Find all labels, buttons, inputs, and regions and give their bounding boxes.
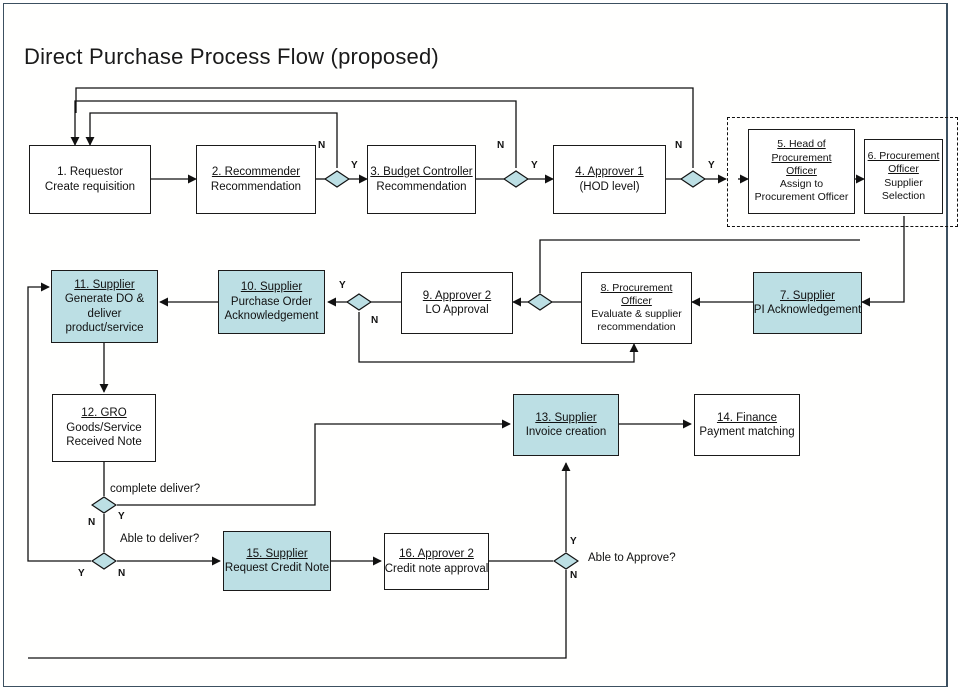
node-12-line-2: Received Note [66,436,142,449]
question-complete-deliver: complete deliver? [110,483,201,495]
node-14-line-1: Payment matching [699,426,795,438]
node-13-title: 13. Supplier [535,411,597,424]
decision-after-budget-controller[interactable] [503,170,529,188]
node-11-line-2: deliver [87,307,122,320]
node-8-title: 8. Procurement [600,281,673,294]
node-2-recommender[interactable]: 2. Recommender Recommendation [196,145,316,214]
branch-label-approve-no: N [570,570,578,581]
node-3-title: 3. Budget Controller [370,166,473,179]
node-8-procurement-officer-evaluate[interactable]: 8. Procurement Officer Evaluate & suppli… [581,272,692,344]
decision-able-to-deliver[interactable] [91,552,117,570]
node-9-line-1: LO Approval [425,304,489,316]
node-10-line-2: Acknowledgement [224,310,319,323]
node-11-line-3: product/service [65,321,144,334]
node-16-title: 16. Approver 2 [399,548,474,561]
node-1-title: 1. Requestor [57,166,123,179]
decision-after-approver-2-lo[interactable] [346,293,372,311]
page-title: Direct Purchase Process Flow (proposed) [24,44,439,69]
node-14-title: 14. Finance [716,411,778,424]
node-5-head-of-procurement-officer[interactable]: 5. Head of Procurement Officer Assign to… [748,129,855,214]
node-5-title: 5. Head of [777,138,826,151]
branch-label-budget-yes: Y [531,160,538,171]
node-1-line-1: Create requisition [44,180,136,193]
node-15-line-1: Request Credit Note [224,562,330,574]
node-15-title: 15. Supplier [246,547,308,560]
branch-label-approve-yes: Y [570,536,577,547]
branch-label-budget-no: N [497,140,505,151]
branch-label-lo-no: N [371,315,379,326]
node-15-supplier-request-credit-note[interactable]: 15. Supplier Request Credit Note [223,531,331,591]
node-6-title: 6. Procurement [867,150,940,163]
node-2-title: 2. Recommender [211,166,301,179]
node-11-title: 11. Supplier [74,278,135,291]
branch-label-complete-no: N [88,517,96,528]
branch-label-approver1-no: N [675,140,683,151]
node-5-line-1: Procurement [771,151,832,164]
branch-label-complete-yes: Y [118,511,125,522]
node-6-procurement-officer[interactable]: 6. Procurement Officer Supplier Selectio… [864,139,943,214]
question-able-to-approve: Able to Approve? [588,552,676,564]
node-11-line-1: Generate DO & [64,293,145,306]
node-5-line-4: Procurement Officer [754,191,849,204]
node-12-title: 12. GRO [81,407,127,420]
node-6-line-1: Officer [888,163,919,176]
node-16-approver-2-credit-note-approval[interactable]: 16. Approver 2 Credit note approval [384,533,489,590]
decision-after-approver-1[interactable] [680,170,706,188]
node-7-title: 7. Supplier [780,289,835,302]
branch-label-deliver-yes: Y [78,568,85,579]
decision-able-to-approve[interactable] [553,552,579,570]
node-4-title: 4. Approver 1 [575,166,644,179]
node-13-line-1: Invoice creation [525,426,607,438]
node-8-line-2: Evaluate & supplier [591,308,682,320]
node-9-title: 9. Approver 2 [422,289,492,302]
node-8-line-3: recommendation [597,321,676,334]
node-2-line-1: Recommendation [210,180,302,193]
node-14-finance-payment-matching[interactable]: 14. Finance Payment matching [694,394,800,456]
node-16-line-1: Credit note approval [384,562,489,575]
procurement-group-dashed-box [727,117,958,227]
node-9-approver-2-lo-approval[interactable]: 9. Approver 2 LO Approval [401,272,513,334]
node-7-supplier-pi-acknowledgement[interactable]: 7. Supplier PI Acknowledgement [753,272,862,334]
branch-label-lo-yes: Y [339,280,346,291]
branch-label-deliver-no: N [118,568,126,579]
branch-label-recommender-no: N [318,140,326,151]
node-3-line-1: Recommendation [376,180,467,193]
node-11-supplier-generate-do[interactable]: 11. Supplier Generate DO & deliver produ… [51,270,158,343]
node-1-requestor[interactable]: 1. Requestor Create requisition [29,145,151,214]
node-10-line-1: Purchase Order [230,295,313,308]
node-10-supplier-purchase-order-ack[interactable]: 10. Supplier Purchase Order Acknowledgem… [218,270,325,334]
node-7-line-1: PI Acknowledgement [753,304,862,316]
question-able-to-deliver: Able to deliver? [120,533,200,545]
decision-complete-deliver[interactable] [91,496,117,514]
node-4-approver-1[interactable]: 4. Approver 1 (HOD level) [553,145,666,214]
node-4-line-1: (HOD level) [579,180,640,193]
node-3-budget-controller[interactable]: 3. Budget Controller Recommendation [367,145,476,214]
decision-after-procurement-evaluate[interactable] [527,293,553,311]
node-5-line-3: Assign to [779,178,824,191]
branch-label-approver1-yes: Y [708,160,715,171]
node-6-line-2: Supplier [884,176,923,189]
node-5-line-2: Officer [786,164,817,177]
node-12-line-1: Goods/Service [66,421,142,434]
node-12-gro-goods-service-received-note[interactable]: 12. GRO Goods/Service Received Note [52,394,156,462]
node-13-supplier-invoice-creation[interactable]: 13. Supplier Invoice creation [513,394,619,456]
branch-label-recommender-yes: Y [351,160,358,171]
node-8-line-1: Officer [621,294,652,307]
node-6-line-3: Selection [881,189,926,202]
node-10-title: 10. Supplier [240,281,303,294]
decision-after-recommender[interactable] [324,170,350,188]
